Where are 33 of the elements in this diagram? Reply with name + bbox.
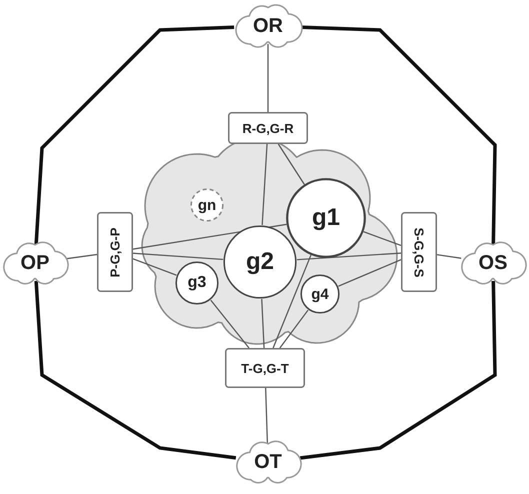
connector-line xyxy=(132,224,287,250)
box-label: P-G,G-P xyxy=(108,227,122,277)
box-label: R-G,G-R xyxy=(242,120,294,136)
connector-line xyxy=(132,252,224,260)
node-label: OT xyxy=(254,450,282,474)
node-label: g1 xyxy=(312,204,340,232)
connector-line xyxy=(272,254,312,348)
octagon-side xyxy=(34,26,234,246)
connector-line xyxy=(66,254,98,260)
connector-line xyxy=(278,144,305,185)
octagon-side xyxy=(300,280,497,460)
node-label: gn xyxy=(198,196,216,214)
connector-line xyxy=(262,144,268,226)
node-label: g4 xyxy=(311,286,329,302)
node-label: OP xyxy=(20,252,50,274)
connector-line xyxy=(363,231,402,246)
connector-line xyxy=(210,300,250,348)
connector-line xyxy=(338,259,402,287)
node-label: OR xyxy=(253,14,283,38)
connector-line xyxy=(296,252,402,260)
node-label: OS xyxy=(478,252,508,274)
connector-line xyxy=(436,254,462,259)
connector-line xyxy=(132,258,177,276)
connector-line xyxy=(265,388,268,444)
node-label: g3 xyxy=(188,274,206,292)
connector-line xyxy=(267,44,269,112)
node-label: g2 xyxy=(246,248,274,276)
octagon-side xyxy=(34,280,236,460)
connector-line xyxy=(279,310,309,348)
connector-line xyxy=(261,298,265,348)
box-label: S-G,G-S xyxy=(412,227,426,277)
octagon-side xyxy=(302,25,497,246)
box-label: T-G,G-T xyxy=(241,360,289,376)
